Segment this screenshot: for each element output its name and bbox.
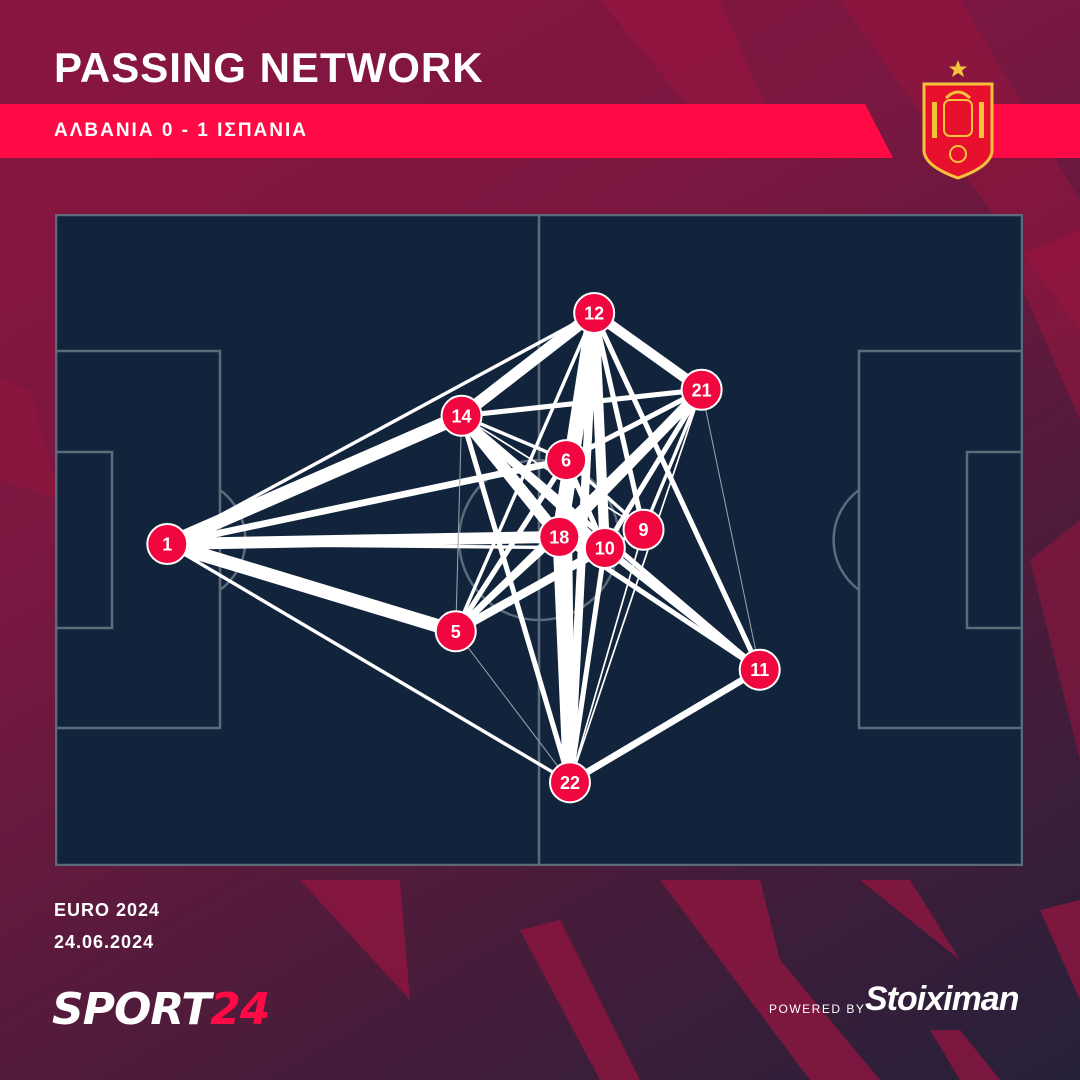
sport24-logo: SPORT24 — [52, 984, 271, 1035]
score-band-end — [990, 104, 1080, 158]
pass-edge-10-22 — [567, 547, 608, 783]
match-date: 24.06.2024 — [54, 932, 155, 952]
pass-edge-12-14 — [457, 308, 598, 421]
star-icon — [949, 60, 967, 77]
pass-edge-21-5 — [453, 387, 705, 634]
pass-edge-21-10 — [602, 388, 704, 550]
player-node-18: 18 — [538, 515, 581, 558]
pass-edge-14-21 — [461, 387, 702, 419]
pass-edge-1-18 — [167, 530, 560, 551]
player-number: 18 — [549, 527, 569, 547]
player-marker — [680, 368, 723, 411]
player-marker — [538, 515, 581, 558]
player-marker — [548, 761, 591, 804]
pass-edge-10-5 — [453, 544, 607, 636]
pass-edge-1-5 — [165, 537, 458, 638]
player-number: 6 — [561, 451, 571, 471]
player-number: 5 — [451, 622, 461, 642]
player-marker — [622, 508, 665, 551]
score-band — [0, 104, 893, 158]
player-number: 10 — [595, 538, 615, 558]
player-number: 12 — [584, 303, 604, 323]
player-number: 1 — [162, 535, 172, 555]
player-marker — [738, 648, 781, 691]
pitch: 1 5 14 6 18 12 10 9 21 11 22 — [55, 214, 1023, 866]
pass-edge-22-11 — [568, 666, 762, 786]
player-node-12: 12 — [573, 291, 616, 334]
player-node-9: 9 — [622, 508, 665, 551]
player-node-6: 6 — [545, 439, 588, 482]
pass-edge-1-22 — [166, 542, 571, 784]
sponsor-logo: Stoiximan — [865, 980, 1019, 1018]
player-marker — [545, 439, 588, 482]
player-number: 14 — [452, 406, 472, 426]
pass-edge-5-22 — [455, 630, 571, 783]
pass-edge-21-11 — [701, 389, 761, 670]
pass-edge-1-6 — [166, 456, 567, 548]
player-node-5: 5 — [434, 610, 477, 653]
page-title: PASSING NETWORK — [54, 44, 484, 91]
pass-edge-18-5 — [454, 535, 561, 633]
player-number: 11 — [750, 660, 769, 680]
team-crest-icon — [922, 60, 994, 180]
competition-label: EURO 2024 — [54, 900, 161, 920]
player-node-14: 14 — [440, 394, 483, 437]
sport24-logo-number: 24 — [210, 984, 270, 1035]
pass-edge-21-6 — [564, 387, 703, 463]
player-number: 21 — [692, 380, 712, 400]
pass-edge-9-22 — [569, 529, 645, 783]
pass-edge-12-21 — [591, 308, 705, 394]
player-number: 22 — [560, 773, 580, 793]
player-marker — [434, 610, 477, 653]
pass-edge-14-5 — [455, 415, 463, 632]
pass-edge-18-22 — [552, 536, 577, 783]
match-score: ΑΛΒΑΝΙΑ 0 - 1 ΙΣΠΑΝΙΑ — [54, 120, 308, 141]
sport24-logo-text: SPORT — [52, 984, 211, 1035]
player-number: 9 — [639, 520, 649, 540]
player-marker — [146, 523, 189, 566]
pass-edge-12-11 — [591, 311, 763, 671]
pass-edge-1-12 — [166, 311, 595, 546]
powered-by-label: POWERED BY — [769, 1002, 866, 1016]
player-marker — [440, 394, 483, 437]
pass-edge-1-14 — [164, 409, 465, 551]
player-node-10: 10 — [583, 526, 626, 569]
pass-edge-14-18 — [456, 412, 564, 541]
player-marker — [573, 291, 616, 334]
player-marker — [583, 526, 626, 569]
pass-edge-10-11 — [602, 545, 762, 673]
pass-edge-1-10 — [167, 542, 605, 550]
player-node-1: 1 — [146, 523, 189, 566]
player-node-11: 11 — [738, 648, 781, 691]
player-node-22: 22 — [548, 761, 591, 804]
pass-edge-6-5 — [453, 458, 569, 633]
player-node-21: 21 — [680, 368, 723, 411]
pass-edge-21-9 — [641, 389, 704, 531]
